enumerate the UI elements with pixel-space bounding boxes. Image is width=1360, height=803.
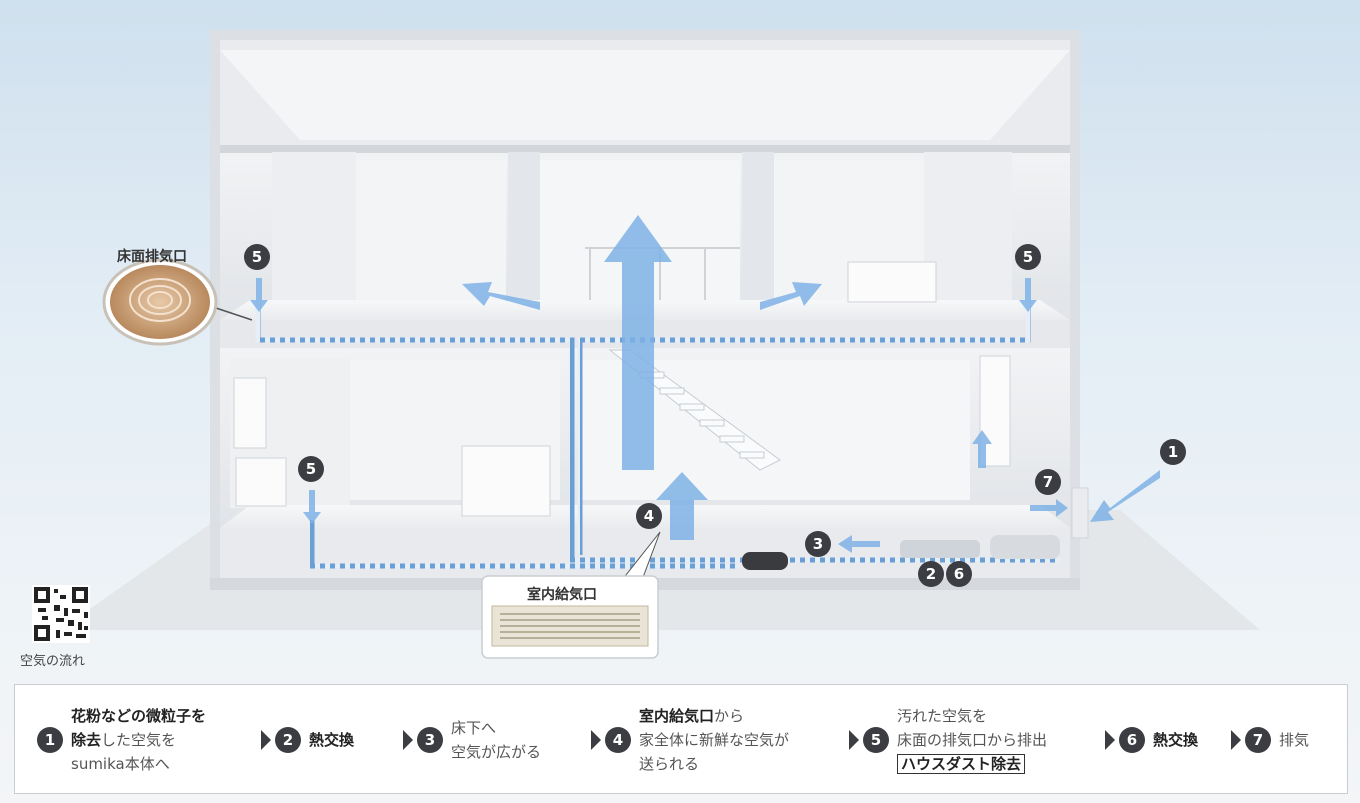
legend-num-7: 7 xyxy=(1245,727,1271,753)
marker-1: 1 xyxy=(1160,439,1186,465)
legend-step-6: 6 熱交換 xyxy=(1105,685,1198,795)
marker-5-right: 5 xyxy=(1015,244,1041,270)
legend-step-1-line2: した空気を xyxy=(101,731,177,749)
marker-6: 6 xyxy=(946,561,972,587)
chevron-right-icon xyxy=(1231,730,1241,750)
chevron-right-icon xyxy=(1105,730,1115,750)
legend-step-1-remove: 除去 xyxy=(71,731,102,749)
legend-step-3-line1: 床下へ xyxy=(451,719,497,737)
legend-step-2: 2 熱交換 xyxy=(261,685,354,795)
legend-step-3-line2: 空気が広がる xyxy=(451,743,542,761)
legend-step-6-text: 熱交換 xyxy=(1153,731,1199,749)
air-ducts xyxy=(255,300,1060,569)
legend-step-5-line1: 汚れた空気を xyxy=(897,707,988,725)
air-flow-label: 空気の流れ xyxy=(20,654,86,669)
indoor-supply-label: 室内給気口 xyxy=(527,587,597,603)
marker-5-bath: 5 xyxy=(298,456,324,482)
indoor-supply-vent-image xyxy=(481,531,661,659)
floor-exhaust-vent-image xyxy=(102,258,253,346)
legend-step-4-line1: から xyxy=(714,707,745,725)
marker-5-left: 5 xyxy=(244,244,270,270)
chevron-right-icon xyxy=(261,730,271,750)
railing xyxy=(585,247,740,300)
marker-7: 7 xyxy=(1035,469,1061,495)
flow-legend: 1 花粉などの微粒子を 除去した空気を sumika本体へ 2 熱交換 3 床下… xyxy=(14,684,1348,794)
legend-step-4-supply: 室内給気口 xyxy=(639,707,715,725)
chevron-right-icon xyxy=(403,730,413,750)
legend-step-5: 5 汚れた空気を 床面の排気口から排出 ハウスダスト除去 xyxy=(849,685,1047,795)
legend-num-1: 1 xyxy=(37,727,63,753)
legend-step-4-line2: 家全体に新鮮な空気が xyxy=(639,731,790,749)
legend-step-3: 3 床下へ 空気が広がる xyxy=(403,685,541,795)
legend-step-1-line3: sumika本体へ xyxy=(71,755,170,773)
legend-step-5-line2: 床面の排気口から排出 xyxy=(897,731,1048,749)
marker-3: 3 xyxy=(805,531,831,557)
legend-step-1-line1: 花粉などの微粒子を xyxy=(71,707,207,725)
chevron-right-icon xyxy=(849,730,859,750)
legend-step-7: 7 排気 xyxy=(1231,685,1309,795)
floor-exhaust-label: 床面排気口 xyxy=(117,249,187,265)
chevron-right-icon xyxy=(591,730,601,750)
legend-step-7-text: 排気 xyxy=(1279,731,1310,749)
furniture xyxy=(233,261,1089,539)
house-diagram xyxy=(32,30,1260,659)
marker-2: 2 xyxy=(918,561,944,587)
legend-num-5: 5 xyxy=(863,727,889,753)
airflow-arrows xyxy=(250,215,1160,553)
legend-num-4: 4 xyxy=(605,727,631,753)
qr-code xyxy=(32,585,90,643)
heat-exchanger xyxy=(742,552,788,570)
legend-step-5-housedust: ハウスダスト除去 xyxy=(897,754,1026,774)
marker-4: 4 xyxy=(636,503,662,529)
legend-step-1: 1 花粉などの微粒子を 除去した空気を sumika本体へ xyxy=(37,685,206,795)
legend-step-4: 4 室内給気口から 家全体に新鮮な空気が 送られる xyxy=(591,685,789,795)
legend-step-2-text: 熱交換 xyxy=(309,731,355,749)
house-body xyxy=(210,30,1080,590)
legend-step-4-line3: 送られる xyxy=(639,755,700,773)
legend-num-2: 2 xyxy=(275,727,301,753)
legend-num-3: 3 xyxy=(417,727,443,753)
legend-num-6: 6 xyxy=(1119,727,1145,753)
